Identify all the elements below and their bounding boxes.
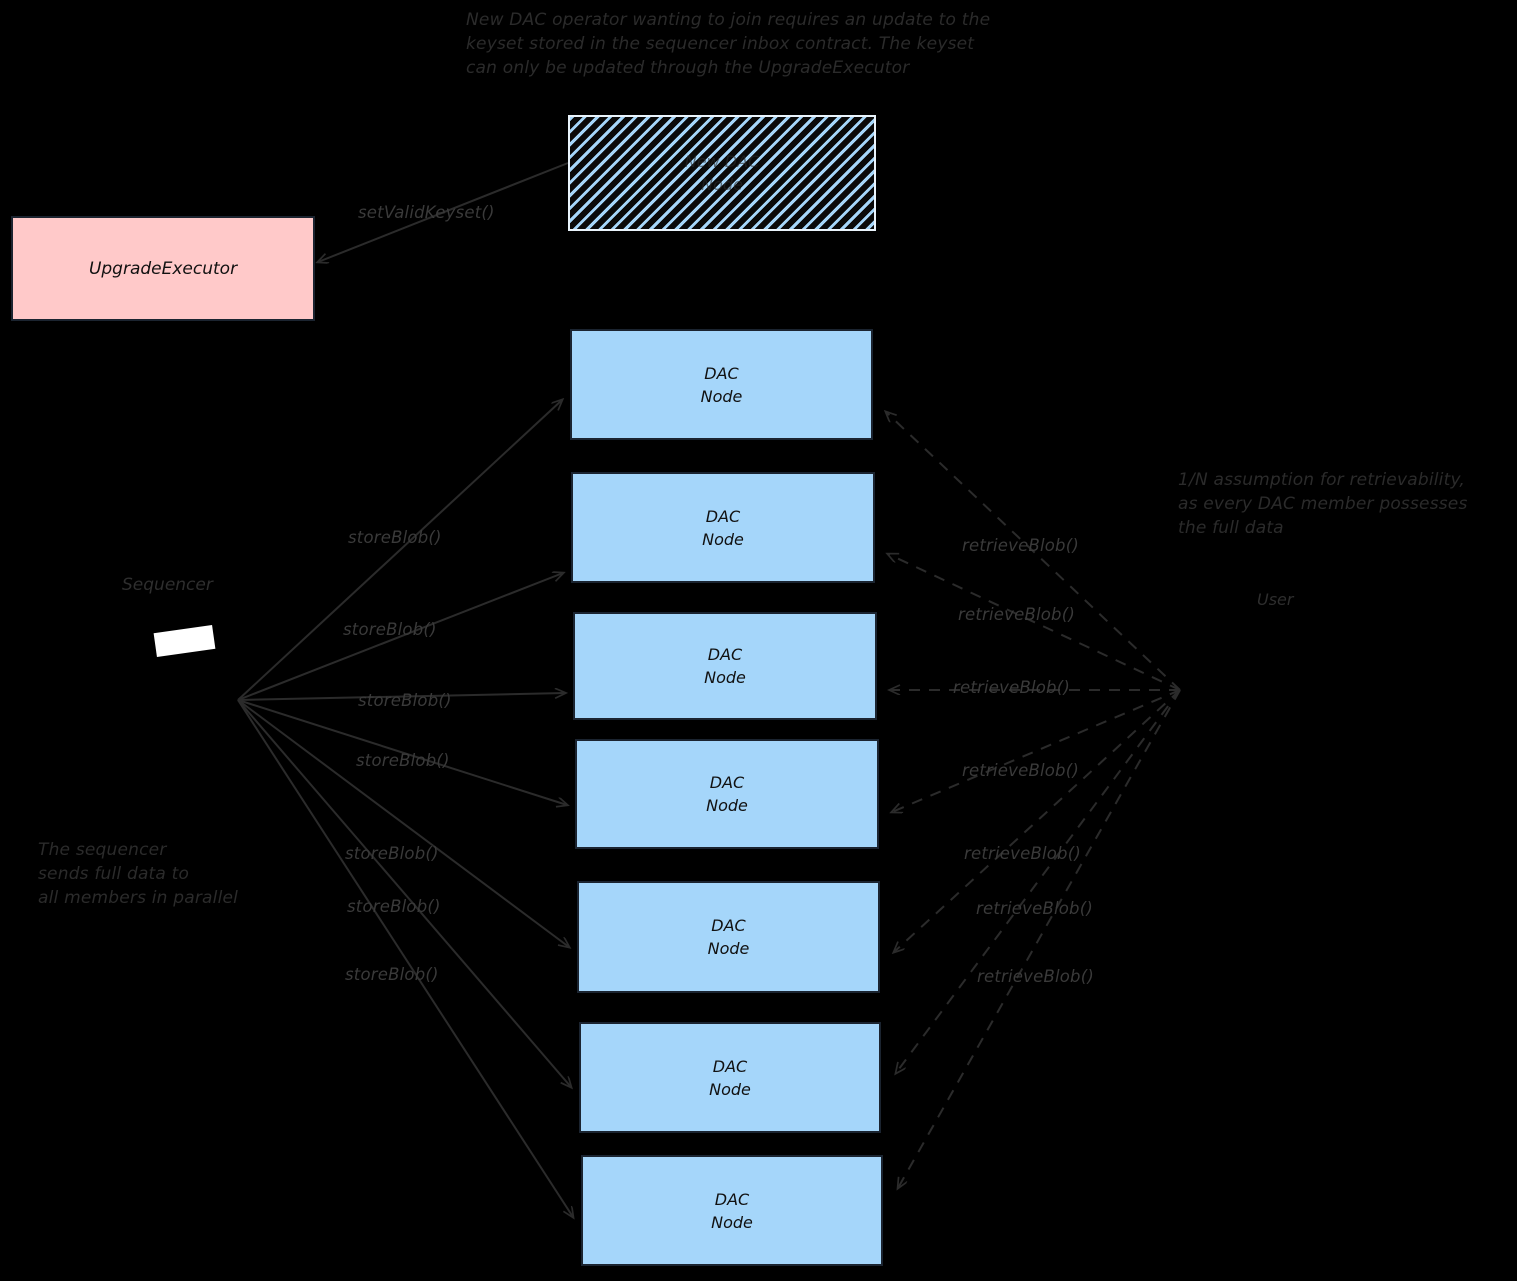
sequencer-label: Sequencer — [122, 575, 213, 595]
edge-label-retrieve-blob: retrieveBlob() — [962, 761, 1079, 780]
edge-label-retrieve-blob: retrieveBlob() — [958, 605, 1075, 624]
dac-node-box[interactable]: DAC Node — [571, 472, 875, 583]
user-label: User — [1257, 590, 1294, 609]
dac-node-box[interactable]: DAC Node — [577, 881, 880, 993]
annotation-right-note: 1/N assumption for retrievability, as ev… — [1178, 470, 1468, 538]
dac-node-label: DAC Node — [700, 363, 743, 406]
edge-retrieve-blob-6 — [896, 689, 1181, 1073]
edge-label-set-valid-keyset: setValidKeyset() — [358, 203, 495, 222]
edge-label-store-blob: storeBlob() — [345, 965, 439, 984]
edge-retrieve-blob-5 — [894, 689, 1181, 952]
edge-store-blob-7 — [237, 699, 573, 1217]
annotation-left-note: The sequencer sends full data to all mem… — [38, 840, 239, 908]
edge-label-retrieve-blob: retrieveBlob() — [953, 678, 1070, 697]
edge-retrieve-blob-1 — [886, 412, 1181, 691]
edge-label-retrieve-blob: retrieveBlob() — [964, 844, 1081, 863]
edge-label-store-blob: storeBlob() — [345, 844, 439, 863]
dac-node-box[interactable]: DAC Node — [573, 612, 877, 720]
edge-store-blob-3 — [237, 693, 565, 701]
edge-retrieve-blob-4 — [892, 689, 1181, 812]
edge-store-blob-1 — [237, 400, 562, 701]
dac-node-box[interactable]: DAC Node — [581, 1155, 883, 1266]
edge-store-blob-2 — [237, 573, 563, 701]
edge-retrieve-blob-7 — [898, 689, 1181, 1188]
edge-store-blob-4 — [237, 699, 567, 805]
dac-node-box[interactable]: DAC Node — [575, 739, 879, 849]
edge-group-retrieve-blob — [886, 412, 1181, 1188]
upgrade-executor-label: UpgradeExecutor — [88, 258, 238, 279]
dac-node-label: DAC Node — [707, 916, 750, 958]
edge-store-blob-5 — [237, 699, 569, 947]
dac-node-label: DAC Node — [711, 1189, 753, 1232]
edge-store-blob-6 — [237, 699, 571, 1087]
edge-label-retrieve-blob: retrieveBlob() — [977, 967, 1094, 986]
edge-set-valid-keyset — [318, 162, 569, 262]
dac-node-box[interactable]: DAC Node — [570, 329, 873, 440]
dac-node-label: DAC Node — [704, 645, 746, 687]
edge-retrieve-blob-2 — [888, 554, 1181, 691]
dac-node-box[interactable]: DAC Node — [579, 1022, 881, 1133]
annotation-top-note: New DAC operator wanting to join require… — [466, 10, 991, 78]
upgrade-executor-box[interactable]: UpgradeExecutor — [11, 216, 315, 321]
new-dac-node-box[interactable]: New DAC Node — [568, 115, 876, 231]
edge-label-store-blob: storeBlob() — [348, 528, 442, 547]
dac-node-label: DAC Node — [706, 773, 748, 815]
edge-label-store-blob: storeBlob() — [356, 751, 450, 770]
edge-label-retrieve-blob: retrieveBlob() — [976, 899, 1093, 918]
dac-node-label: DAC Node — [702, 506, 744, 549]
edge-label-store-blob: storeBlob() — [358, 691, 452, 710]
new-dac-node-label: New DAC Node — [684, 152, 760, 194]
edge-label-store-blob: storeBlob() — [343, 620, 437, 639]
dac-node-label: DAC Node — [709, 1056, 751, 1099]
edge-label-retrieve-blob: retrieveBlob() — [962, 536, 1079, 555]
edge-label-store-blob: storeBlob() — [347, 897, 441, 916]
edge-group-store-blob — [237, 400, 573, 1217]
